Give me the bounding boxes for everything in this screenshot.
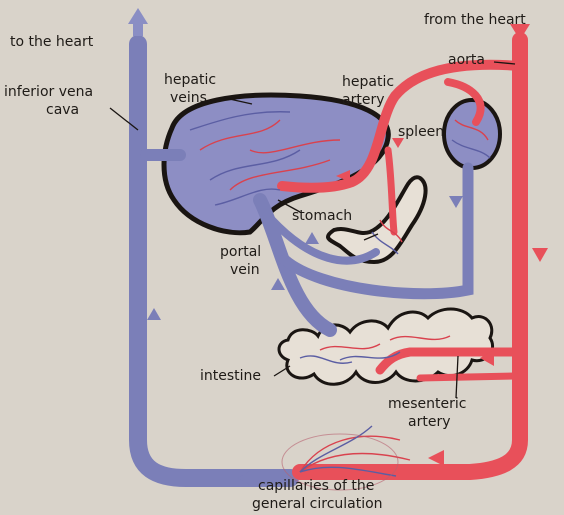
label-mesenteric-artery: mesenteric	[388, 396, 466, 412]
arrow-down-icon	[532, 248, 548, 262]
label-inferior-vena-cava-2: cava	[46, 102, 79, 118]
arrow-left-icon	[480, 350, 494, 366]
mesenteric-branch	[416, 372, 519, 382]
hepatic-artery-vessel	[277, 59, 525, 193]
label-portal-vein: portal	[220, 244, 261, 260]
label-hepatic-artery: hepatic	[342, 74, 394, 90]
flow-arrows	[147, 138, 548, 485]
splenic-vein-vessel	[279, 162, 474, 300]
arrow-up-icon	[305, 232, 319, 244]
label-spleen: spleen	[398, 124, 444, 140]
veins	[129, 35, 474, 487]
arrow-up-icon	[147, 308, 161, 320]
stomach-artery-vessel	[384, 146, 398, 236]
general-capillary-bed	[281, 433, 399, 491]
label-aorta: aorta	[448, 52, 485, 68]
arrow-up-icon	[128, 8, 148, 24]
arrow-left-icon	[428, 450, 444, 466]
arteries	[277, 32, 528, 480]
label-portal-vein-2: vein	[230, 262, 260, 278]
capillary-network	[189, 111, 491, 477]
liver	[161, 92, 391, 236]
aorta-vessel	[292, 32, 528, 480]
arrow-up-icon	[271, 278, 285, 290]
splenic-artery-vessel	[444, 78, 485, 126]
spleen-organ	[442, 98, 502, 170]
arrow-down-icon	[449, 196, 463, 208]
label-hepatic-artery-2: artery	[342, 92, 384, 108]
stomach-vein-vessel	[268, 216, 380, 265]
label-capillaries: capillaries of the	[258, 478, 374, 494]
label-to-the-heart: to the heart	[10, 34, 94, 50]
mesenteric-artery-vessel	[375, 347, 525, 375]
arrow-down-icon	[392, 138, 404, 148]
arrow-down-red-icon	[510, 24, 530, 40]
label-intestine: intestine	[200, 368, 261, 384]
label-mesenteric-artery-2: artery	[408, 414, 450, 430]
arrow-left-icon	[336, 170, 350, 182]
label-from-the-heart: from the heart	[424, 12, 526, 28]
label-general-circulation: general circulation	[252, 496, 383, 512]
arrow-left-icon	[238, 471, 250, 485]
label-stomach: stomach	[292, 208, 352, 224]
portal-vein-vessel	[253, 193, 337, 337]
inferior-vena-cava-vessel	[129, 35, 299, 487]
leader-lines	[109, 61, 516, 399]
label-hepatic-veins: hepatic	[164, 72, 216, 88]
label-hepatic-veins-2: veins	[170, 90, 207, 106]
arrow-up-stem	[133, 22, 143, 36]
label-inferior-vena-cava: inferior vena	[4, 84, 93, 100]
